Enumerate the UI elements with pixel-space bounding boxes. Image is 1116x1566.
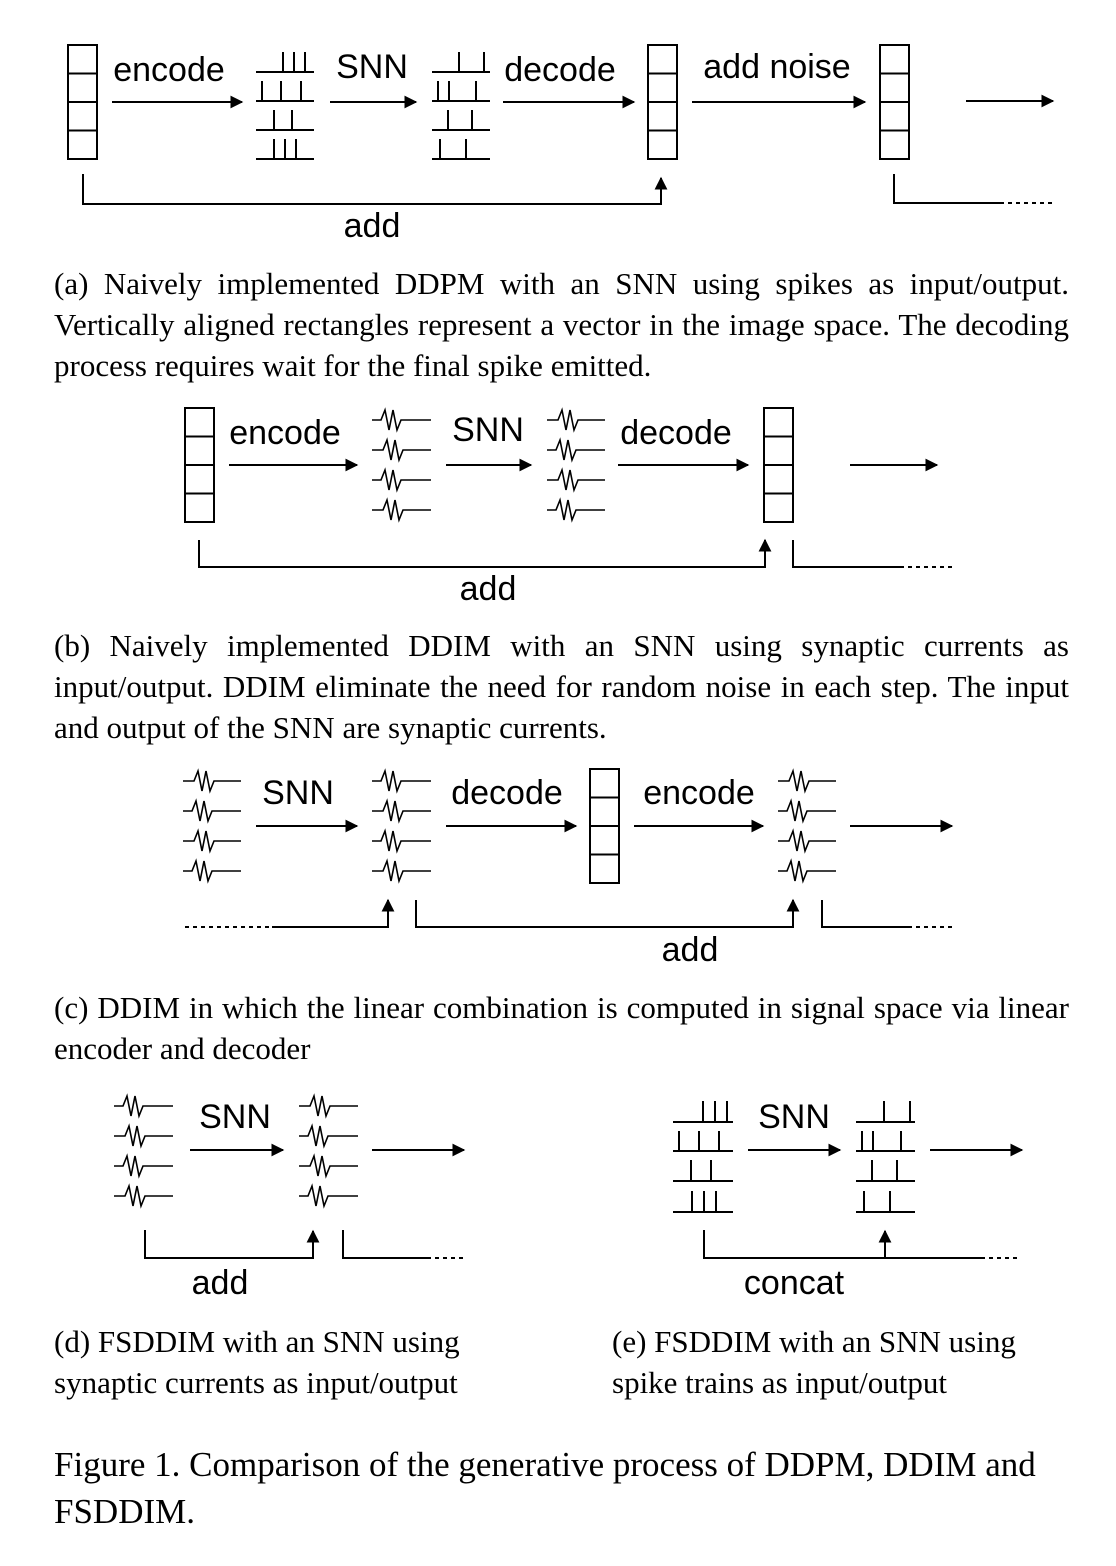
panel-e-diagram bbox=[673, 1101, 1024, 1259]
panel-c-diagram bbox=[183, 768, 954, 928]
synaptic-current-input bbox=[372, 407, 431, 523]
decode-label: decode bbox=[620, 414, 732, 452]
add-noise-label: add noise bbox=[703, 48, 850, 86]
skip-label: add bbox=[344, 207, 401, 245]
synaptic-current-input bbox=[183, 768, 241, 884]
image-vector-noisy bbox=[879, 44, 910, 160]
encode-label: encode bbox=[643, 774, 755, 812]
skip-connection bbox=[144, 1229, 320, 1259]
skip-connection bbox=[415, 898, 800, 928]
skip-label: add bbox=[192, 1264, 249, 1302]
spike-train-output bbox=[432, 52, 490, 160]
decode-label: decode bbox=[451, 774, 563, 812]
image-vector-input bbox=[184, 407, 215, 523]
concat-label: concat bbox=[744, 1264, 845, 1302]
snn-label: SNN bbox=[452, 411, 524, 449]
encode-label: encode bbox=[113, 51, 225, 89]
snn-label: SNN bbox=[336, 48, 408, 86]
panel-d-diagram bbox=[114, 1093, 466, 1259]
spike-train-input bbox=[673, 1101, 733, 1213]
figure-caption: Figure 1. Comparison of the generative p… bbox=[54, 1445, 1036, 1531]
synaptic-current-output bbox=[547, 407, 605, 523]
previous-skip-connection bbox=[272, 898, 395, 928]
synaptic-current-input bbox=[114, 1093, 173, 1209]
image-vector-input bbox=[67, 44, 98, 160]
synaptic-current-output bbox=[299, 1093, 358, 1209]
synaptic-current-encoded bbox=[778, 768, 836, 884]
caption-b: (b) Naively implemented DDIM with an SNN… bbox=[54, 628, 1069, 745]
image-vector-decoded bbox=[763, 407, 794, 523]
caption-a: (a) Naively implemented DDPM with an SNN… bbox=[54, 266, 1069, 383]
continuation-line bbox=[893, 174, 1000, 204]
continuation-line bbox=[792, 540, 900, 568]
skip-label: add bbox=[662, 931, 719, 969]
encode-label: encode bbox=[229, 414, 341, 452]
snn-label: SNN bbox=[199, 1098, 271, 1136]
continuation-line bbox=[342, 1230, 427, 1259]
caption-d: (d) FSDDIM with an SNN using synaptic cu… bbox=[54, 1324, 460, 1400]
skip-connection bbox=[198, 538, 772, 568]
continuation-line bbox=[821, 900, 908, 928]
panel-a-diagram bbox=[67, 44, 1055, 205]
panel-b-diagram bbox=[184, 407, 952, 568]
spike-train-output bbox=[856, 1101, 915, 1213]
snn-label: SNN bbox=[758, 1098, 830, 1136]
snn-label: SNN bbox=[262, 774, 334, 812]
image-vector-decoded bbox=[589, 768, 620, 884]
caption-e: (e) FSDDIM with an SNN using spike train… bbox=[612, 1324, 1016, 1400]
decode-label: decode bbox=[504, 51, 616, 89]
image-vector-decoded bbox=[647, 44, 678, 160]
caption-c: (c) DDIM in which the linear combination… bbox=[54, 990, 1069, 1066]
skip-label: add bbox=[460, 570, 517, 608]
synaptic-current-output bbox=[372, 768, 431, 884]
skip-connection bbox=[703, 1230, 981, 1259]
skip-connection bbox=[82, 174, 668, 205]
spike-train-input bbox=[256, 52, 314, 160]
